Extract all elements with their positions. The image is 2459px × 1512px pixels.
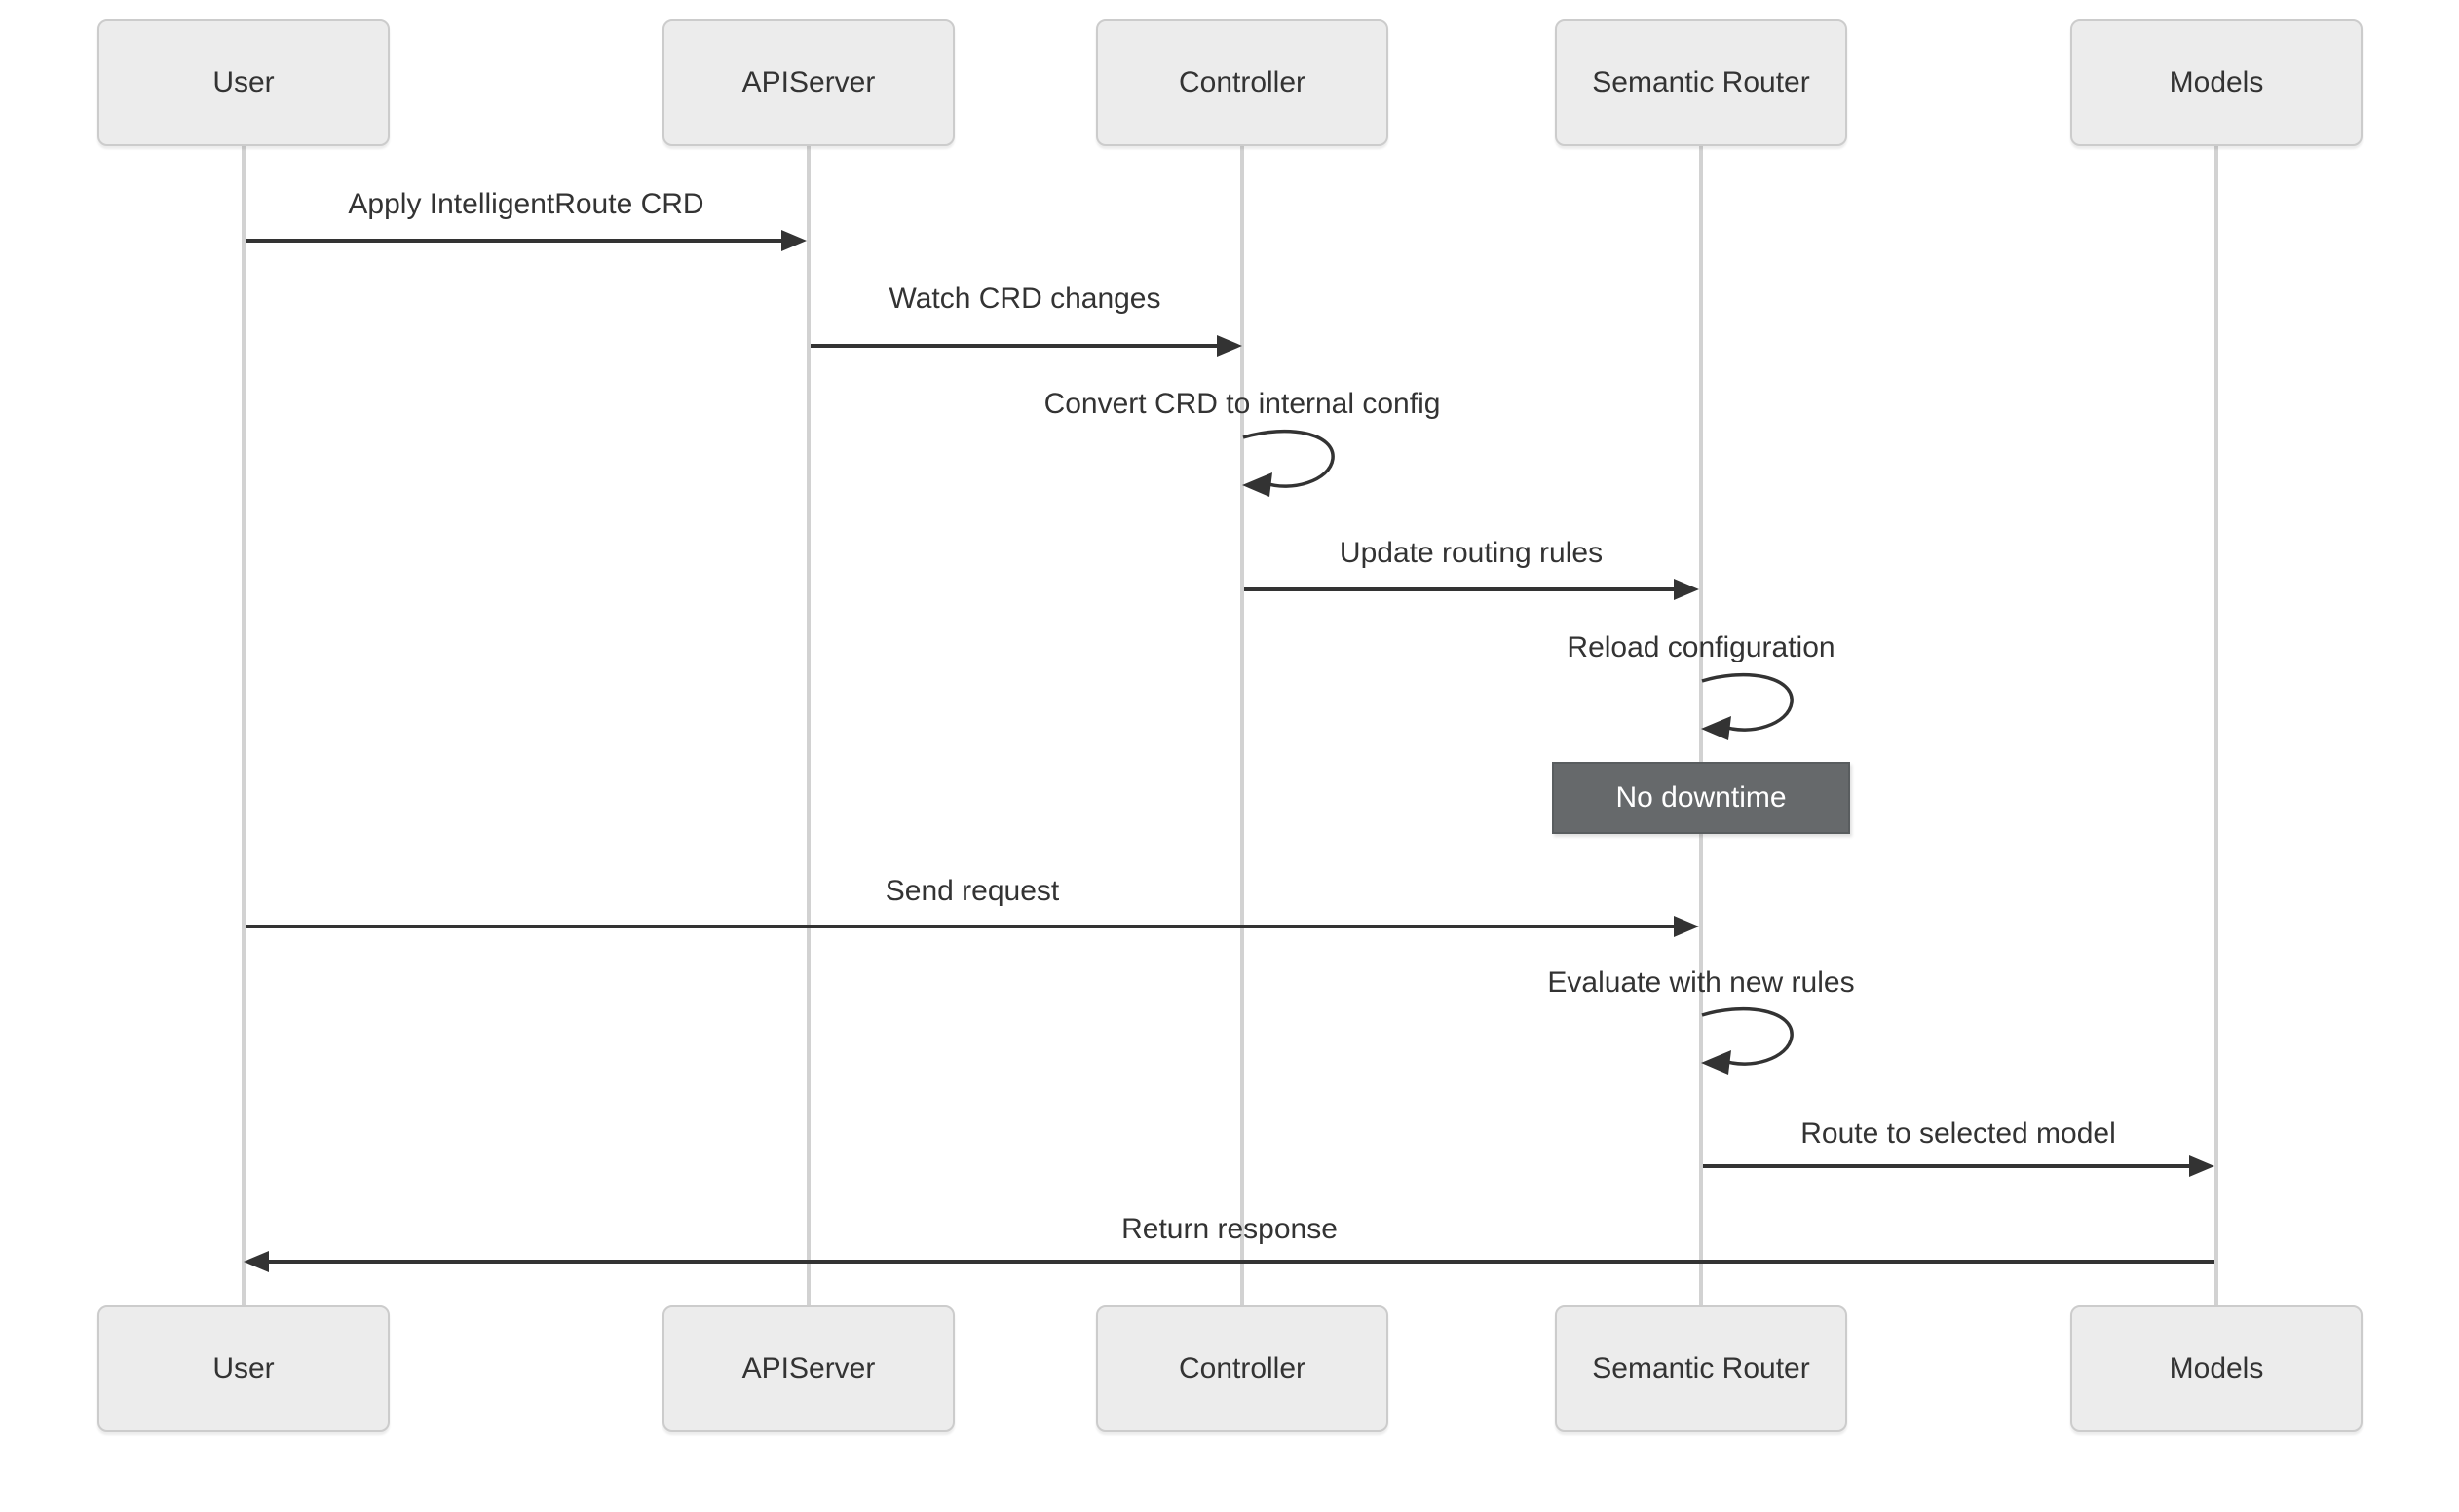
message-label: Send request <box>885 875 1060 907</box>
actor-bottom-apiserver: APIServer <box>662 1305 955 1432</box>
actor-top-semantic-router: Semantic Router <box>1555 19 1847 146</box>
actor-bottom-controller: Controller <box>1096 1305 1388 1432</box>
actor-top-models: Models <box>2070 19 2363 146</box>
actor-bottom-models: Models <box>2070 1305 2363 1432</box>
message-label: Evaluate with new rules <box>1547 966 1855 999</box>
arrow-line <box>269 1260 2214 1264</box>
arrow-head <box>244 1251 269 1272</box>
actor-top-controller: Controller <box>1096 19 1388 146</box>
actor-label: APIServer <box>741 66 876 98</box>
lifeline-user <box>242 146 246 1305</box>
actor-label: User <box>212 1352 275 1384</box>
message-label: Return response <box>1121 1213 1338 1245</box>
arrow-line <box>1703 1164 2189 1168</box>
arrow-head <box>2189 1155 2214 1177</box>
arrow-line <box>1244 587 1674 591</box>
actor-label: Models <box>2169 1352 2264 1384</box>
arrow-head <box>1217 335 1242 357</box>
actor-label: Controller <box>1178 1352 1306 1384</box>
arrow-head <box>1674 579 1699 600</box>
lifeline-semantic-router <box>1699 146 1703 1305</box>
actor-top-user: User <box>97 19 390 146</box>
arrow-line <box>246 239 781 243</box>
actor-label: Semantic Router <box>1592 66 1810 98</box>
message-label: Reload configuration <box>1567 631 1835 663</box>
note-no-downtime: No downtime <box>1552 762 1850 834</box>
message-label: Convert CRD to internal config <box>1043 388 1441 420</box>
lifeline-controller <box>1240 146 1244 1305</box>
lifeline-models <box>2214 146 2218 1305</box>
actor-label: Controller <box>1178 66 1306 98</box>
self-loop-arrow <box>1701 672 1794 740</box>
lifeline-apiserver <box>807 146 811 1305</box>
arrow-line <box>811 344 1217 348</box>
message-label: Update routing rules <box>1339 537 1604 569</box>
actor-label: APIServer <box>741 1352 876 1384</box>
self-loop-arrow <box>1242 429 1335 497</box>
self-loop-arrow <box>1701 1006 1794 1075</box>
message-label: Apply IntelligentRoute CRD <box>348 188 704 220</box>
actor-top-apiserver: APIServer <box>662 19 955 146</box>
message-label: Route to selected model <box>1800 1117 2116 1150</box>
actor-label: User <box>212 66 275 98</box>
actor-label: Models <box>2169 66 2264 98</box>
arrow-line <box>246 925 1674 928</box>
arrow-head <box>1674 916 1699 937</box>
note-label: No downtime <box>1615 781 1787 813</box>
actor-bottom-semantic-router: Semantic Router <box>1555 1305 1847 1432</box>
arrow-head <box>781 230 807 251</box>
actor-label: Semantic Router <box>1592 1352 1810 1384</box>
actor-bottom-user: User <box>97 1305 390 1432</box>
message-label: Watch CRD changes <box>889 283 1161 315</box>
